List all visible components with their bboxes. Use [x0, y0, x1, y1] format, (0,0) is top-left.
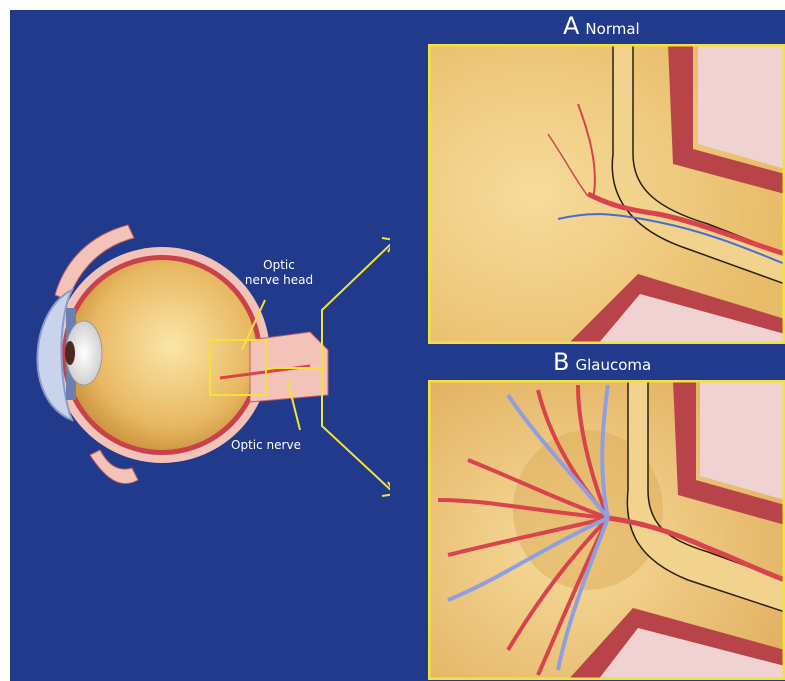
pupil [65, 341, 75, 365]
panel-a-title: A Normal [563, 12, 640, 40]
optic-nerve-head-line2: nerve head [234, 273, 324, 288]
optic-nerve-label: Optic nerve [216, 438, 316, 453]
eye-cross-section [10, 10, 390, 681]
panel-a-letter: A [563, 12, 579, 40]
connector-bracket [322, 242, 390, 492]
panel-b-word: Glaucoma [575, 356, 651, 374]
panel-normal-illustration [428, 44, 785, 344]
panel-glaucoma-illustration [428, 380, 785, 680]
optic-nerve-head-label: Optic nerve head [234, 258, 324, 288]
eye-diagram-canvas: Optic nerve head Optic nerve A Normal B Gl… [10, 10, 785, 681]
optic-nerve-head-line1: Optic [234, 258, 324, 273]
panel-b-title: B Glaucoma [553, 348, 651, 376]
panel-b-letter: B [553, 348, 569, 376]
panel-a-word: Normal [585, 20, 639, 38]
